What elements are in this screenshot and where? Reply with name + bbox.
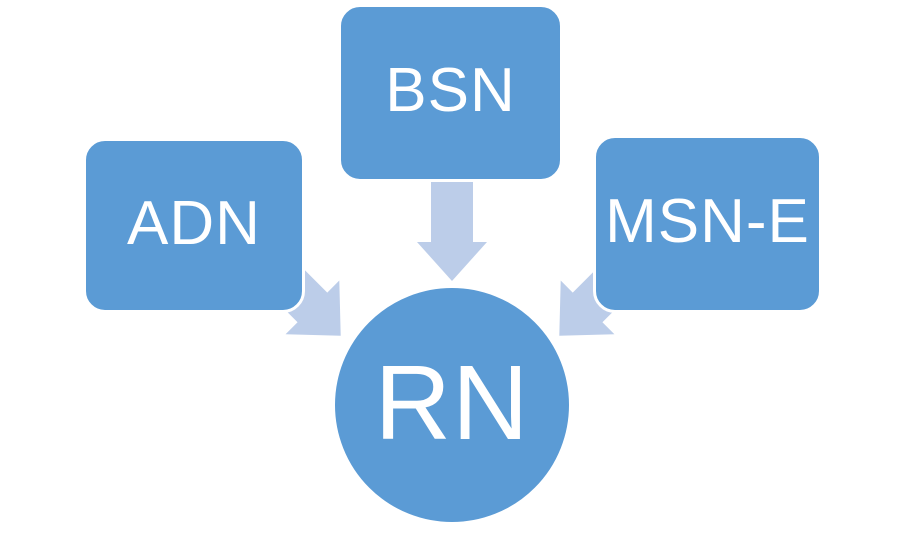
node-rn-label: RN bbox=[374, 344, 530, 462]
node-bsn: BSN bbox=[338, 4, 563, 182]
node-adn: ADN bbox=[83, 138, 305, 313]
node-adn-label: ADN bbox=[127, 188, 261, 258]
node-msne: MSN-E bbox=[593, 135, 822, 313]
node-rn: RN bbox=[332, 285, 572, 525]
node-msne-label: MSN-E bbox=[605, 187, 810, 256]
block-arrow-bsn-to-rn-icon bbox=[417, 175, 487, 281]
node-bsn-label: BSN bbox=[385, 56, 516, 125]
